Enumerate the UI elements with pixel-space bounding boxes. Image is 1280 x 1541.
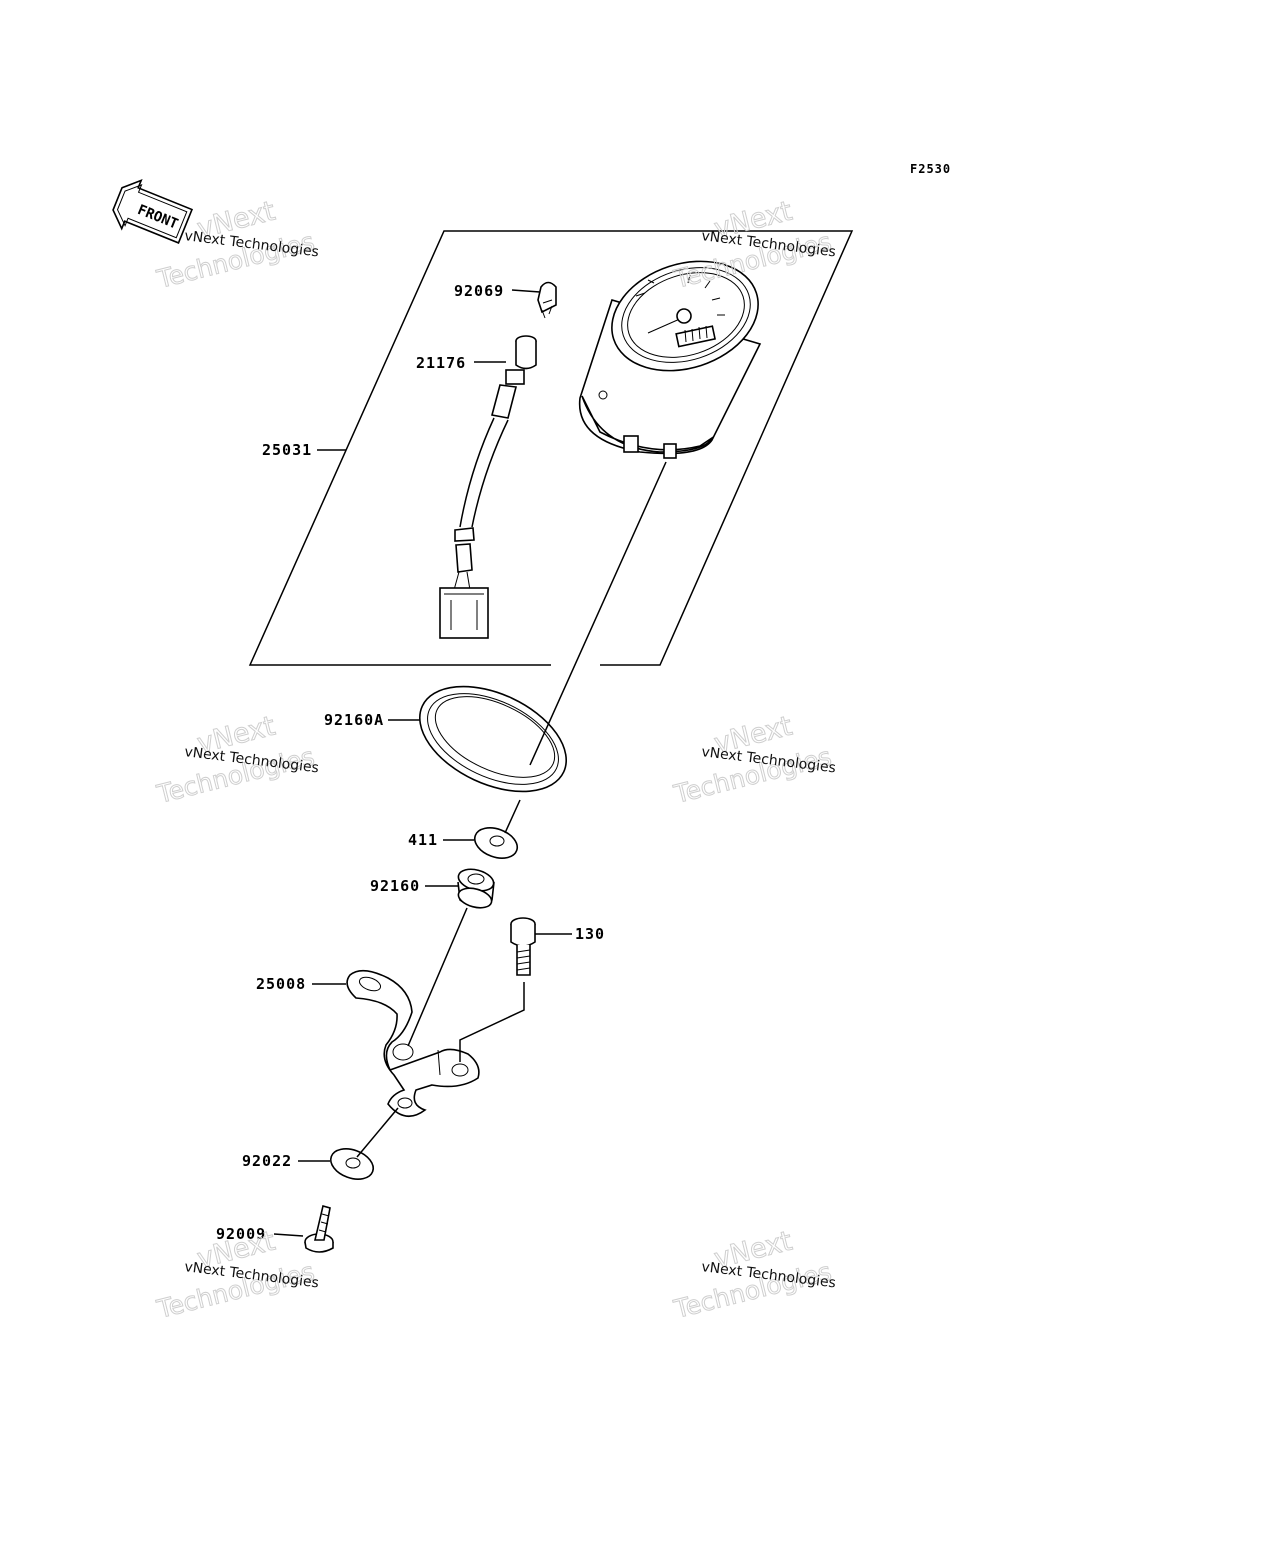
part-label-25008: 25008 xyxy=(256,975,306,993)
collar-92160 xyxy=(457,868,495,909)
figure-code: F2530 xyxy=(910,162,951,176)
screw-92009 xyxy=(304,1205,334,1253)
part-label-92009: 92009 xyxy=(216,1225,266,1243)
assembly-guide-lines xyxy=(356,461,667,1158)
speedometer-gauge xyxy=(578,260,762,459)
bracket-25008 xyxy=(346,969,480,1117)
watermark-mid-left: vNext Technologies vNext Technologies xyxy=(153,710,320,809)
watermark-top-right: vNext Technologies vNext Technologies xyxy=(670,195,837,294)
part-label-130: 130 xyxy=(575,925,605,943)
watermark-bottom-right: vNext Technologies vNext Technologies xyxy=(670,1225,837,1324)
washer-92022 xyxy=(329,1148,375,1180)
leader-lines xyxy=(273,289,572,1237)
trim-ring-92160A xyxy=(418,685,568,793)
part-label-411: 411 xyxy=(408,831,438,849)
bolt-130 xyxy=(510,917,536,976)
part-label-21176: 21176 xyxy=(416,354,466,372)
part-label-92160: 92160 xyxy=(370,877,420,895)
watermark-bottom-left: vNext Technologies vNext Technologies xyxy=(153,1225,320,1324)
assembly-outline xyxy=(248,230,854,666)
bulb-92069 xyxy=(537,281,557,319)
part-label-92022: 92022 xyxy=(242,1152,292,1170)
part-label-92069: 92069 xyxy=(454,282,504,300)
part-label-92160A: 92160A xyxy=(324,711,384,729)
grommet-411 xyxy=(473,827,519,859)
watermark-mid-right: vNext Technologies vNext Technologies xyxy=(670,710,837,809)
front-arrow-icon: FRONT xyxy=(112,178,194,244)
part-label-25031: 25031 xyxy=(262,441,312,459)
socket-harness-21176 xyxy=(439,335,537,639)
